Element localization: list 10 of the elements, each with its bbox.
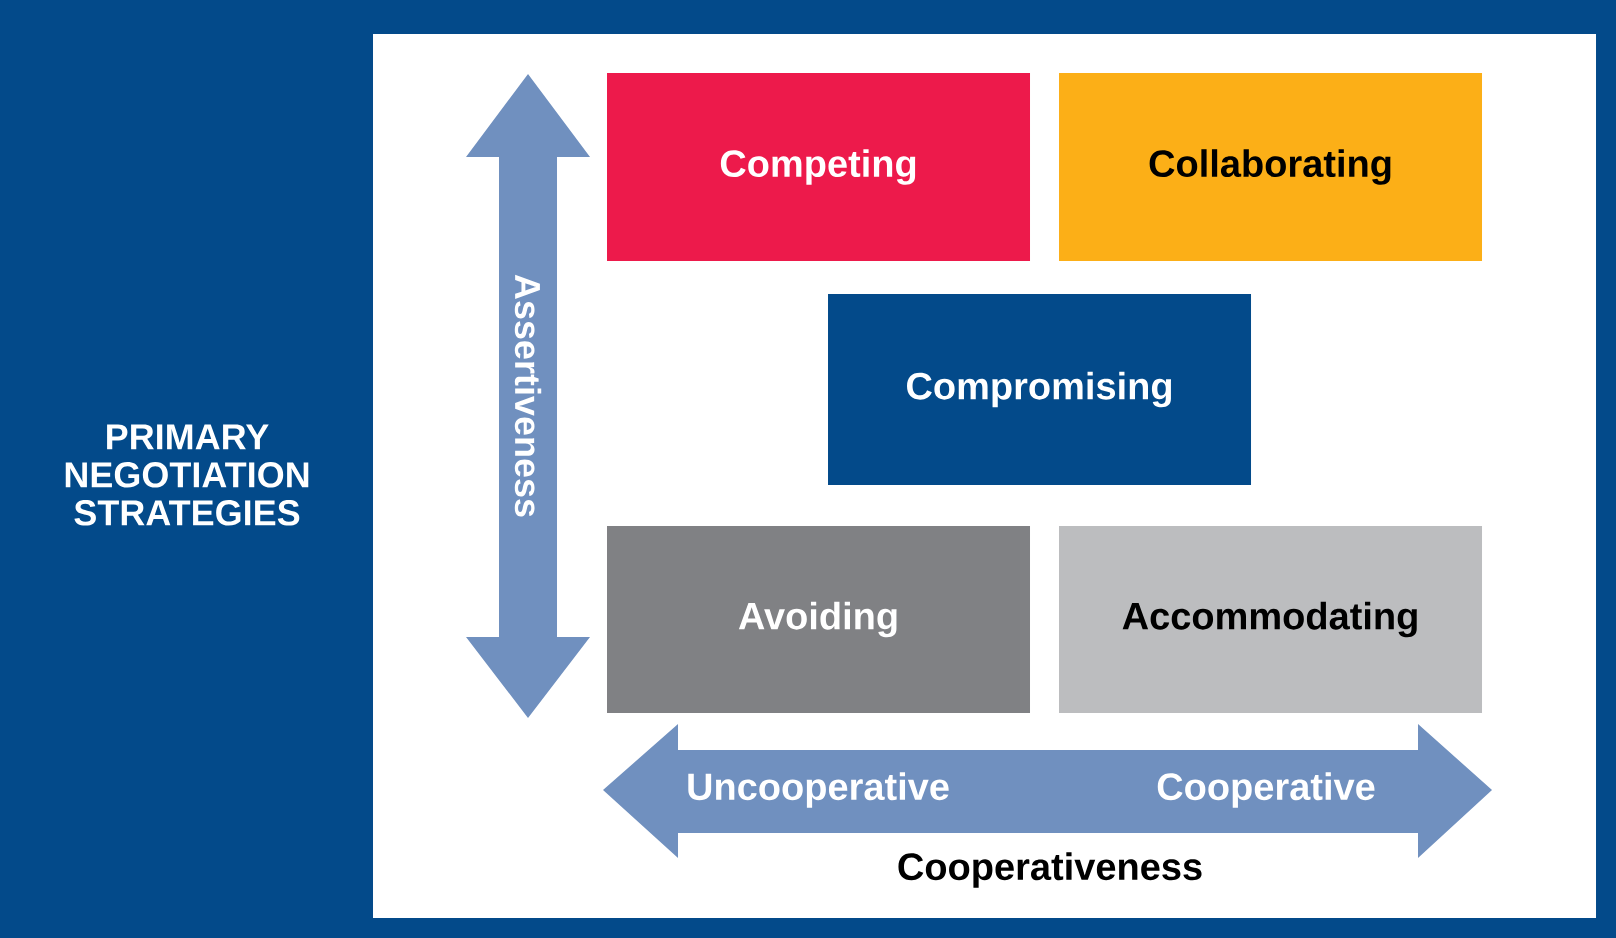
strategy-box: Competing	[607, 73, 1030, 261]
title: PRIMARY NEGOTIATION STRATEGIES	[65, 424, 309, 526]
strategy-box: Compromising	[828, 294, 1251, 485]
axis-title: Cooperativeness	[898, 852, 1202, 888]
axis-label: Uncooperative	[688, 772, 949, 808]
strategy-box: Collaborating	[1059, 73, 1482, 261]
axis-label: Cooperative	[1157, 772, 1375, 808]
axis-label: Assertiveness	[514, 274, 542, 517]
strategy-box: Accommodating	[1059, 526, 1482, 713]
strategy-box: Avoiding	[607, 526, 1030, 713]
